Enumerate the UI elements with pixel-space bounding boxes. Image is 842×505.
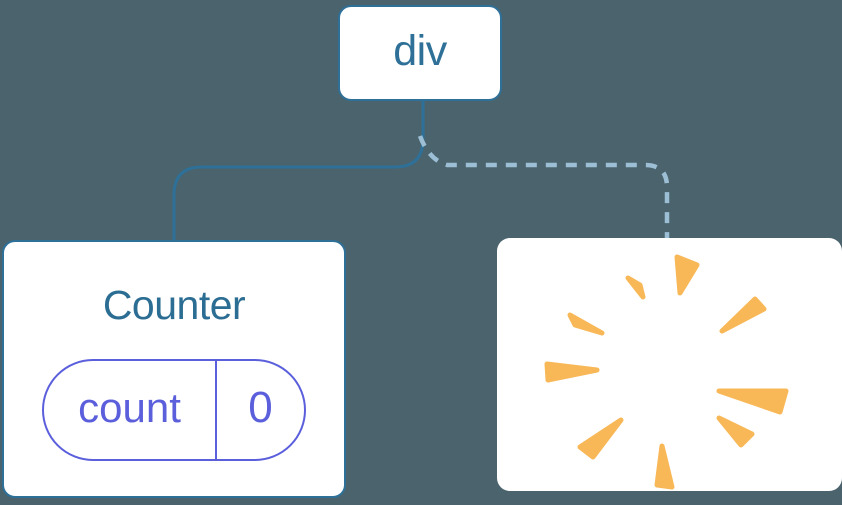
state-pill: count 0 — [42, 359, 306, 461]
tree-node-div: div — [338, 5, 502, 101]
connector-solid — [172, 99, 425, 242]
connector-dashed — [417, 135, 670, 240]
state-value: 0 — [248, 383, 273, 432]
counter-title: Counter — [102, 282, 246, 328]
tree-node-removed — [497, 238, 842, 491]
poof-starburst-icon — [544, 254, 789, 490]
state-name-label: count — [44, 361, 217, 459]
node-div-label: div — [393, 26, 447, 75]
tree-node-counter: Counter count 0 — [2, 240, 346, 498]
